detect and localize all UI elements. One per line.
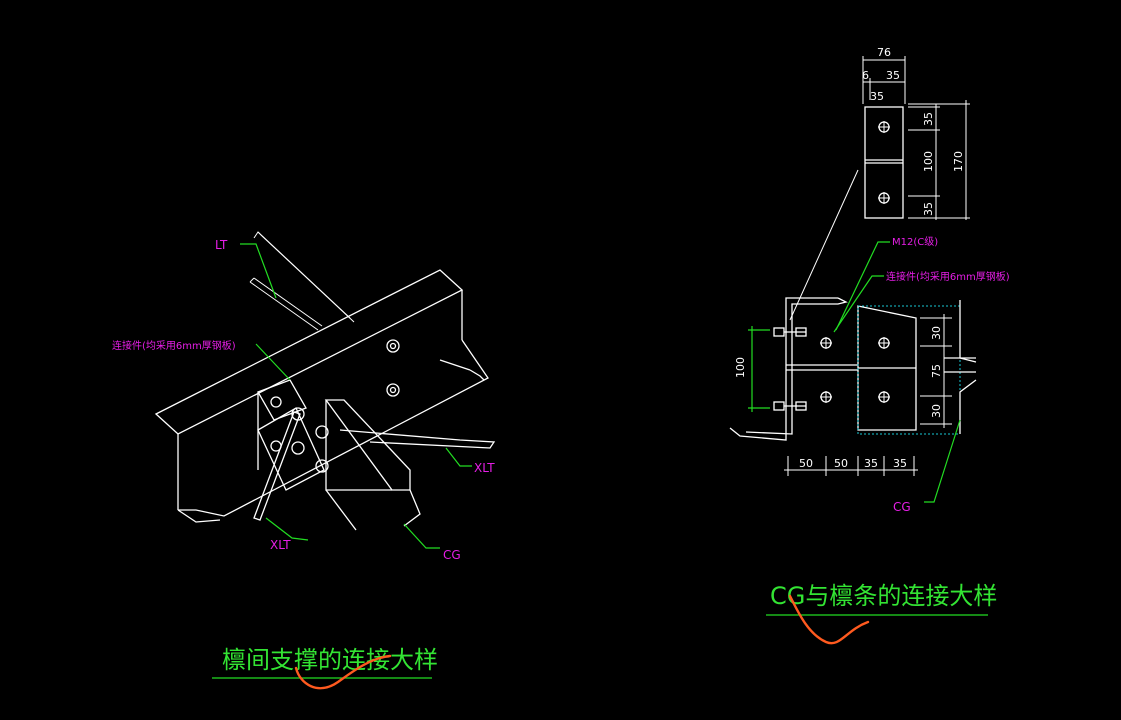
plate-view <box>864 106 904 219</box>
left-detail-title: 檩间支撑的连接大样 <box>222 646 438 674</box>
main-purlin-channel <box>154 269 489 523</box>
cg-purlin-stub <box>324 399 421 531</box>
dim-35-side-1: 35 <box>922 112 935 126</box>
right-leaders <box>833 241 961 503</box>
dim-bottom-3: 35 <box>864 457 878 470</box>
xlt-label-right: XLT <box>474 461 495 475</box>
connector-label-left: 连接件(均采用6mm厚钢板) <box>112 339 236 352</box>
cg-label-right: CG <box>893 500 911 514</box>
dim-bottom-2: 50 <box>834 457 848 470</box>
plate-dimensions: 76 6 35 35 35 100 35 170 <box>862 46 970 220</box>
dim-170-side: 170 <box>952 151 965 172</box>
connector-label-right: 连接件(均采用6mm厚钢板) <box>886 270 1010 283</box>
dim-100-left: 100 <box>734 357 747 378</box>
xlt-brace-bottom <box>253 411 301 521</box>
left-markup-stroke <box>294 654 392 690</box>
lt-purlin-rods <box>249 231 355 331</box>
plate-projection-line <box>789 169 859 321</box>
lt-label: LT <box>215 238 228 252</box>
dim-35-top: 35 <box>886 69 900 82</box>
dim-35-under: 35 <box>870 90 884 103</box>
elevation-view <box>729 297 977 441</box>
cg-label-left: CG <box>443 548 461 562</box>
dim-30-right-1: 30 <box>930 326 943 340</box>
dim-100-side: 100 <box>922 151 935 172</box>
dim-75-right: 75 <box>930 364 943 378</box>
xlt-label-bottom: XLT <box>270 538 291 552</box>
dim-35-side-2: 35 <box>922 202 935 216</box>
gusset-plates <box>257 379 329 491</box>
elevation-dimensions: 100 30 75 30 50 50 35 35 <box>734 314 952 476</box>
dim-76: 76 <box>877 46 891 59</box>
right-detail-title: CG与檩条的连接大样 <box>770 582 997 610</box>
right-markup-stroke <box>788 594 870 645</box>
dim-bottom-4: 35 <box>893 457 907 470</box>
xlt-brace-right <box>339 429 496 449</box>
bolt-label: M12(C级) <box>892 236 938 248</box>
right-orthographic-detail: 76 6 35 35 35 100 35 170 <box>729 46 1010 645</box>
left-isometric-detail: LT 连接件(均采用6mm厚钢板) XLT XLT CG 檩间支撑的连接大样 <box>112 231 496 690</box>
dim-30-right-2: 30 <box>930 404 943 418</box>
purlin-bolts <box>386 339 400 397</box>
left-leaders <box>240 243 472 549</box>
dim-bottom-1: 50 <box>799 457 813 470</box>
dim-6: 6 <box>862 69 869 82</box>
